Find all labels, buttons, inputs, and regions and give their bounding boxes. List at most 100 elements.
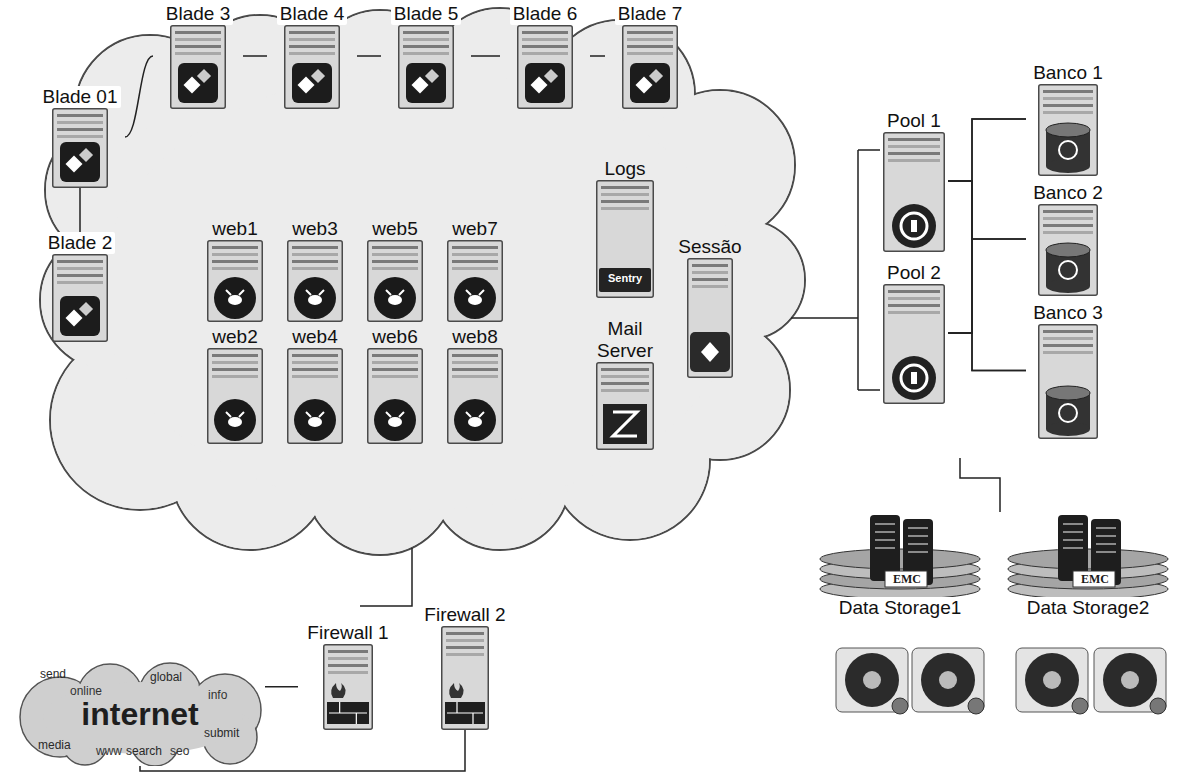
- node-label: web7: [452, 218, 497, 240]
- web-server-icon: [447, 240, 503, 322]
- tape-gear: [968, 698, 984, 714]
- database-server-icon: [1038, 84, 1098, 176]
- server-slot: [692, 285, 728, 288]
- server-slot: [372, 368, 418, 371]
- server-slot: [601, 207, 649, 210]
- network-link: [265, 686, 298, 688]
- server-slot: [1043, 217, 1093, 220]
- server-case: [53, 255, 108, 342]
- network-link: [948, 119, 1026, 333]
- server-slot: [452, 361, 498, 364]
- tower-slot: [875, 539, 895, 541]
- server-slot: [888, 290, 940, 293]
- tomcat-emblem: [454, 399, 496, 441]
- server-slot: [627, 31, 673, 34]
- server-slot: [1043, 90, 1093, 93]
- tape-hub: [863, 671, 881, 689]
- server-slot: [692, 271, 728, 274]
- network-link: [125, 56, 153, 137]
- server-case: [1039, 325, 1098, 439]
- tomcat-glyph: [308, 417, 322, 427]
- blade-server-icon: [284, 25, 340, 109]
- server-case: [597, 363, 654, 450]
- vm-glyph: [79, 302, 93, 316]
- server-slot: [403, 31, 449, 34]
- blade-server: Blade 6: [500, 3, 590, 109]
- tomcat-glyph: [306, 290, 324, 295]
- server-case: [442, 627, 489, 730]
- blade-server: Blade 3: [153, 3, 243, 109]
- server-case: [285, 26, 340, 109]
- tomcat-glyph: [308, 295, 322, 305]
- tomcat-glyph: [228, 295, 242, 305]
- server-slot: [1043, 97, 1093, 100]
- wiring: [360, 150, 1000, 606]
- server-slot: [57, 114, 103, 117]
- session-glyph: [701, 342, 719, 362]
- tape-gear: [1150, 698, 1166, 714]
- server-slot: [888, 311, 940, 314]
- tape-unit: [1016, 648, 1088, 714]
- pool-emblem: [892, 204, 936, 248]
- server-slot: [522, 45, 568, 48]
- server-case: [368, 241, 423, 322]
- server-slot: [1043, 330, 1093, 333]
- pool-server: Pool 2: [880, 262, 948, 404]
- mail-server-icon: [596, 362, 654, 450]
- pool-server-icon: [883, 284, 945, 404]
- web-server-icon: [367, 240, 423, 322]
- vm-emblem: [406, 63, 446, 103]
- blade-server: Blade 01: [35, 86, 125, 188]
- server-slot: [1043, 231, 1093, 234]
- server-slot: [601, 375, 649, 378]
- blade-server: Blade 4: [267, 3, 357, 109]
- web-server: web2: [200, 326, 270, 444]
- cloud-fill: [41, 9, 804, 554]
- vm-glyph: [311, 69, 325, 83]
- session-emblem: [690, 332, 730, 372]
- network-link: [357, 55, 381, 57]
- database-cylinder: [1046, 386, 1090, 400]
- logo-bar: [599, 268, 651, 292]
- tower-slot: [1096, 543, 1116, 545]
- server-slot: [175, 45, 221, 48]
- node-label: web4: [292, 326, 337, 348]
- tower-slot: [1096, 551, 1116, 553]
- node-label: Blade 01: [39, 86, 120, 108]
- server-slot: [372, 253, 418, 256]
- server-slot: [888, 152, 940, 155]
- server-case: [1039, 205, 1098, 296]
- blade-server: Blade 2: [38, 232, 122, 342]
- server-slot: [452, 354, 498, 357]
- tomcat-glyph: [468, 295, 482, 305]
- server-slot: [888, 304, 940, 307]
- server-slot: [57, 281, 103, 284]
- server-slot: [888, 145, 940, 148]
- web-server: web4: [280, 326, 350, 444]
- firewall-icon: [323, 644, 373, 730]
- vm-glyph: [412, 77, 429, 94]
- server-case: [884, 133, 945, 252]
- blade-server-icon: [398, 25, 454, 109]
- tomcat-emblem: [214, 399, 256, 441]
- tape-reel: [921, 653, 975, 707]
- server-slot: [57, 121, 103, 124]
- node-label: web8: [452, 326, 497, 348]
- tower-slot: [1063, 523, 1083, 525]
- blade-server-icon: [622, 25, 678, 109]
- server-slot: [212, 368, 258, 371]
- vm-glyph: [66, 310, 83, 327]
- tomcat-emblem: [374, 399, 416, 441]
- word-cloud-term: info: [208, 688, 227, 702]
- tape-hub: [1043, 671, 1061, 689]
- vm-glyph: [425, 69, 439, 83]
- web-server-icon: [287, 240, 343, 322]
- word-cloud-term: online: [70, 684, 102, 698]
- server-slot: [289, 38, 335, 41]
- server-slot: [328, 671, 368, 674]
- flame-glyph: [449, 683, 463, 698]
- server-slot: [57, 135, 103, 138]
- firewall-icon: [441, 626, 489, 730]
